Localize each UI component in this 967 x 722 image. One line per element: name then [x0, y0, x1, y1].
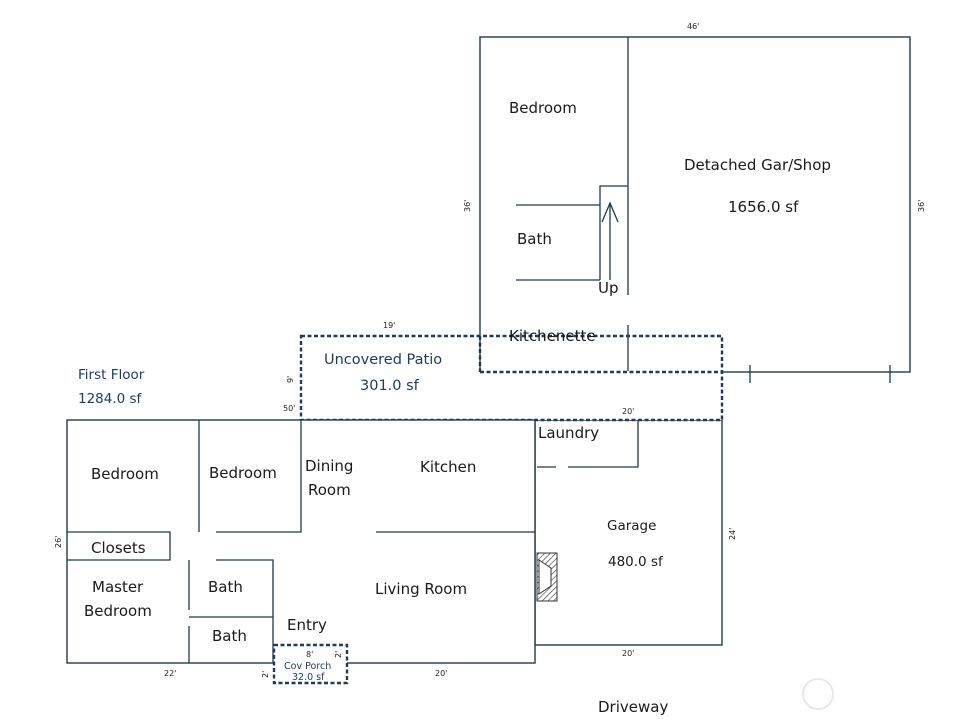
- dim-patio-side: 9': [286, 376, 295, 383]
- dim-patio-right-bottom: 20': [622, 407, 634, 416]
- entry-label: Entry: [287, 616, 327, 634]
- detached-shop: [479, 36, 911, 383]
- garage-title: Garage: [607, 518, 656, 534]
- dim-house-bottom-left: 22': [164, 669, 176, 678]
- master-label-line2: Bedroom: [84, 602, 152, 620]
- dim-house-left: 26': [54, 536, 63, 548]
- stair-arrow-head: [601, 201, 619, 223]
- dining-label-line1: Dining: [305, 457, 353, 475]
- closets-label: Closets: [91, 539, 146, 557]
- dim-shop-top: 46': [687, 22, 699, 31]
- garage-area: 480.0 sf: [608, 554, 664, 570]
- house: [66, 419, 536, 664]
- bath-block-wall: [216, 559, 274, 663]
- stair-outline: [599, 185, 628, 280]
- bath-1-label: Bath: [208, 578, 243, 596]
- dim-patio-top: 19': [383, 321, 395, 330]
- bedroom-1-label: Bedroom: [91, 465, 159, 483]
- stair-up-label: Up: [598, 279, 619, 297]
- dim-house-bottom-right: 20': [435, 669, 447, 678]
- dim-porch-left: 2': [261, 671, 270, 678]
- bath-2-label: Bath: [212, 627, 247, 645]
- bedroom-2-label: Bedroom: [209, 464, 277, 482]
- dim-porch-top: 8': [306, 650, 313, 659]
- dim-garage-right: 24': [728, 528, 737, 540]
- shop-bedroom-label: Bedroom: [509, 99, 577, 117]
- dim-patio-left-bottom: 50': [283, 404, 295, 413]
- floor-area: 1284.0 sf: [78, 391, 143, 407]
- dim-shop-left: 36': [463, 200, 472, 212]
- shop-area: 1656.0 sf: [728, 198, 799, 216]
- dining-label-line2: Room: [308, 481, 351, 499]
- master-label-line1: Master: [92, 578, 144, 596]
- shop-bath-label: Bath: [517, 230, 552, 248]
- dim-shop-right: 36': [917, 200, 926, 212]
- patio-overlap-mask: [480, 338, 626, 371]
- patio-title: Uncovered Patio: [324, 352, 442, 368]
- porch-outline: [272, 643, 349, 685]
- porch-area: 32.0 sf: [292, 672, 325, 683]
- floor-title: First Floor: [78, 367, 145, 383]
- bedroom-2-wall: [216, 420, 302, 533]
- closets-wall: [67, 531, 171, 561]
- shop-title: Detached Gar/Shop: [684, 156, 831, 174]
- patio-area: 301.0 sf: [360, 378, 420, 394]
- living-room-label: Living Room: [375, 580, 467, 598]
- garage: [534, 419, 723, 646]
- garage-outline: [534, 419, 723, 646]
- kitchenette-label: Kitchenette: [509, 327, 596, 345]
- driveway-label: Driveway: [598, 698, 668, 716]
- porch-title: Cov Porch: [284, 661, 331, 672]
- laundry-wall: [568, 420, 639, 468]
- dim-garage-bottom: 20': [622, 649, 634, 658]
- laundry-label: Laundry: [538, 424, 599, 442]
- kitchen-label: Kitchen: [420, 458, 476, 476]
- dim-porch-right: 2': [334, 651, 343, 658]
- watermark-logo: [802, 678, 834, 710]
- fireplace-icon: [536, 552, 558, 602]
